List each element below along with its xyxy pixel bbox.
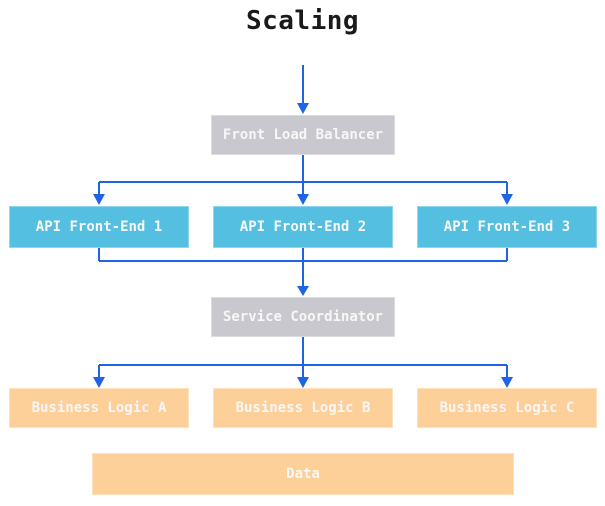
node-api-front-end-1: API Front-End 1 bbox=[9, 206, 189, 248]
node-business-logic-b: Business Logic B bbox=[213, 388, 393, 428]
edge-front-load-balancer-to-api-front-ends bbox=[93, 155, 513, 205]
node-front-load-balancer: Front Load Balancer bbox=[211, 115, 395, 155]
node-service-coordinator: Service Coordinator bbox=[211, 297, 395, 337]
edge-start-to-front-load-balancer bbox=[297, 65, 309, 114]
node-data: Data bbox=[92, 453, 514, 495]
node-api-front-end-2: API Front-End 2 bbox=[213, 206, 393, 248]
edge-api-front-ends-to-service-coordinator bbox=[98, 248, 508, 296]
node-api-front-end-3: API Front-End 3 bbox=[417, 206, 597, 248]
diagram-title: Scaling bbox=[245, 6, 360, 36]
edge-service-coordinator-to-business-logic bbox=[93, 337, 513, 388]
node-business-logic-c: Business Logic C bbox=[417, 388, 597, 428]
node-business-logic-a: Business Logic A bbox=[9, 388, 189, 428]
